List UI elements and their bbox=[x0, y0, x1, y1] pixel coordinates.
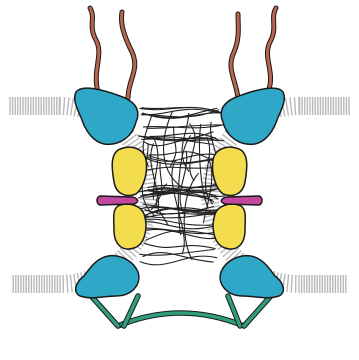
nucleoporin-yellow-lower-right bbox=[213, 204, 245, 249]
nucleoporin-magenta-right bbox=[221, 196, 262, 205]
cytoplasmic-filaments bbox=[90, 8, 276, 98]
nucleoporin-yellow-upper-right bbox=[212, 147, 246, 195]
transmembrane-nucleoporins bbox=[97, 196, 262, 205]
nucleoporin-blue-bottom-right bbox=[220, 256, 283, 298]
fg-strand bbox=[144, 243, 215, 248]
nucleoporin-magenta-left bbox=[97, 196, 138, 205]
fg-meshwork bbox=[138, 107, 225, 264]
fg-strand bbox=[140, 256, 217, 265]
nucleoporin-blue-top-right bbox=[221, 88, 284, 144]
nucleoporin-blue-bottom-left bbox=[76, 256, 139, 298]
nucleoporin-yellow-lower-left bbox=[114, 204, 146, 249]
nucleoporin-yellow-upper-left bbox=[112, 147, 146, 195]
